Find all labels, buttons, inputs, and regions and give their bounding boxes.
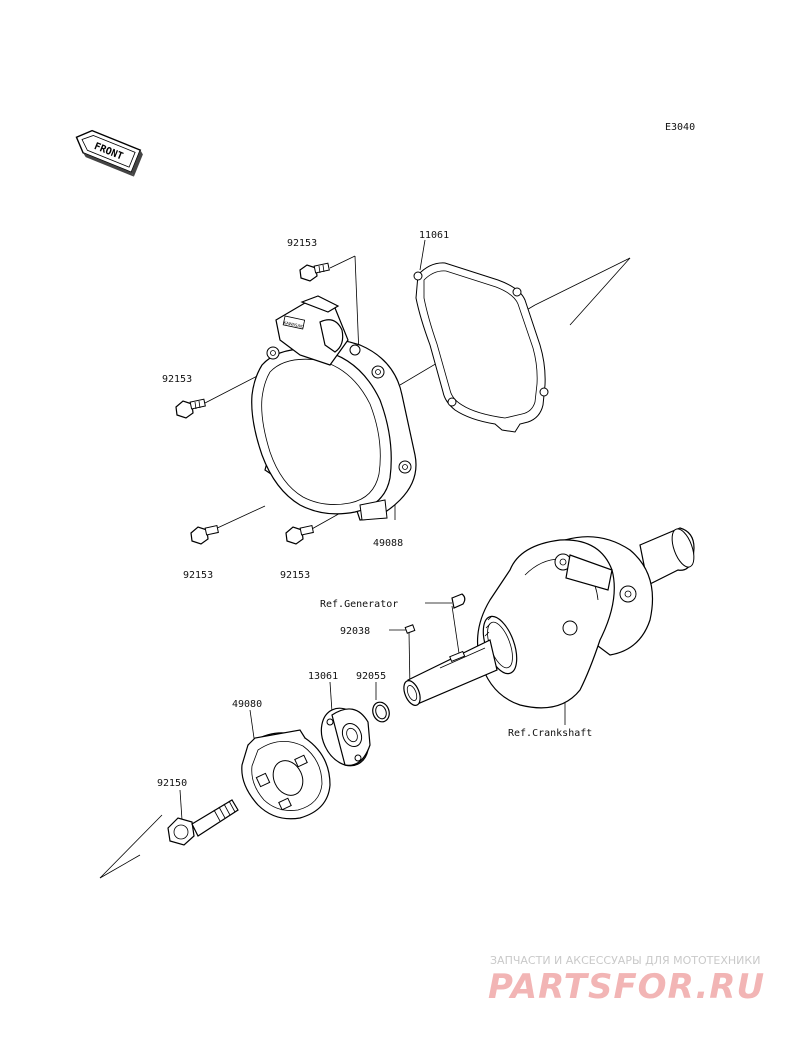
bolt-92153-bottom-mid-icon [285,524,314,545]
label-cover: 49088 [373,538,403,549]
label-bolt-bottom-mid: 92153 [280,570,310,581]
watermark-tagline: ЗАПЧАСТИ И АКСЕССУАРЫ ДЛЯ МОТОТЕХНИКИ [490,954,760,967]
watermark-brand-logo: PARTSFOR.RU [488,967,765,1007]
label-cup: 49080 [232,699,262,710]
label-bolt-left: 92153 [162,374,192,385]
part-labels: 92153 11061 92153 49088 92153 92153 Ref.… [157,230,592,789]
main-bolt-92150-icon [167,799,239,846]
label-oring: 92055 [356,671,386,682]
oring-92055-icon [372,701,390,723]
label-bolt-main: 92150 [157,778,187,789]
label-hub: 13061 [308,671,338,682]
label-ref-crankshaft: Ref.Crankshaft [508,728,592,739]
bolt-92153-top-icon [299,262,330,282]
gasket-part [413,262,549,433]
label-gasket: 11061 [419,230,449,241]
watermark: ЗАПЧАСТИ И АКСЕССУАРЫ ДЛЯ МОТОТЕХНИКИ PA… [488,954,765,1007]
recoil-cover-part: KAWASAKI [251,295,417,521]
woodruff-key-92038-icon [404,624,416,634]
label-ref-generator: Ref.Generator [320,599,398,610]
diagram-code: E3040 [665,122,695,133]
label-key: 92038 [340,626,370,637]
label-bolt-top: 92153 [287,238,317,249]
bolt-92153-bottom-left-icon [190,524,219,545]
hub-13061-part [320,707,371,767]
crankshaft-part [403,527,695,709]
front-arrow-icon: FRONT [75,129,143,177]
cup-49080-part [241,729,331,820]
generator-key-icon [451,593,466,609]
cover-embossed-text: KAWASAKI [283,320,304,329]
bolt-92153-left-icon [175,398,206,419]
label-bolt-bottom-left: 92153 [183,570,213,581]
